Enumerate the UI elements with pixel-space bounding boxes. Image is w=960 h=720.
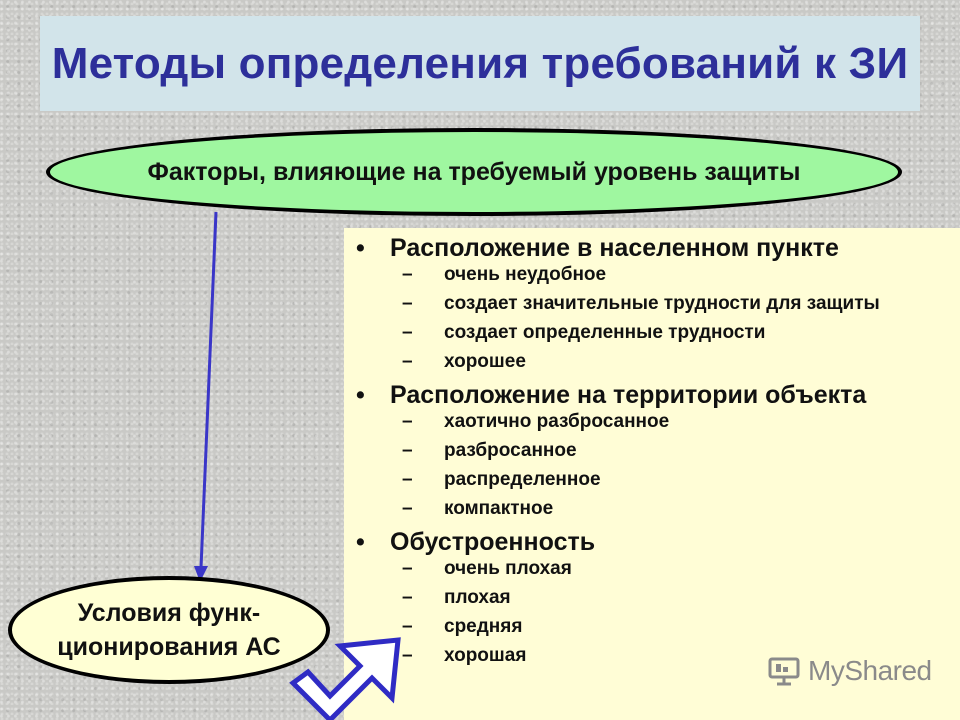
connector-arrowhead <box>194 566 208 582</box>
dash-icon: – <box>402 616 413 637</box>
conditions-label-line1: Условия функ- <box>77 599 261 627</box>
title-banner: Методы определения требований к ЗИ <box>40 16 920 111</box>
conditions-label-line2: ционирования АС <box>57 633 281 661</box>
section-heading-row: • Расположение в населенном пункте <box>356 234 960 263</box>
dash-icon: – <box>402 498 413 519</box>
connector-line <box>199 211 218 569</box>
section-heading: Расположение в населенном пункте <box>390 234 839 262</box>
list-item: – создает определенные трудности <box>356 323 960 343</box>
section-heading: Обустроенность <box>390 528 596 556</box>
factors-label: Факторы, влияющие на требуемый уровень з… <box>147 157 801 186</box>
section-item-list: – очень неудобное – создает значительные тр… <box>356 265 960 372</box>
section-item-list: – хаотично разбросанное – разбросанное – расп… <box>356 412 960 519</box>
list-item: – распределенное <box>356 470 960 490</box>
dash-icon: – <box>402 587 413 608</box>
section-heading-row: • Обустроенность <box>356 528 960 557</box>
list-item-text: разбросанное <box>444 440 577 461</box>
bullet-icon: • <box>356 381 365 409</box>
bullet-icon: • <box>356 234 365 262</box>
conditions-label: Условия функ- ционирования АС <box>57 596 280 664</box>
dash-icon: – <box>402 351 413 372</box>
list-item: – хорошее <box>356 352 960 372</box>
watermark-text: MyShared <box>808 655 932 686</box>
list-item: – создает значительные трудности для защи… <box>356 294 960 314</box>
list-item: – очень плохая <box>356 559 960 579</box>
list-item-text: очень неудобное <box>444 264 607 285</box>
list-item: – хорошая <box>356 646 960 666</box>
list-item: – компактное <box>356 499 960 519</box>
factor-section: •Расположение на территории объекта–хаот… <box>356 381 960 519</box>
list-item: – разбросанное <box>356 441 960 461</box>
list-item-text: распределенное <box>444 469 601 490</box>
watermark-logo: MyShared <box>768 655 932 687</box>
list-item-text: плохая <box>444 587 511 608</box>
list-item: – хаотично разбросанное <box>356 412 960 432</box>
factor-section: •Обустроенность–очень плохая–плохая–сред… <box>356 528 960 666</box>
list-item-text: хорошая <box>444 645 527 666</box>
dash-icon: – <box>402 411 413 432</box>
factor-section: •Расположение в населенном пункте–очень … <box>356 234 960 372</box>
section-heading: Расположение на территории объекта <box>390 381 867 409</box>
list-item-text: создает определенные трудности <box>444 322 766 343</box>
list-item: – очень неудобное <box>356 265 960 285</box>
dash-icon: – <box>402 645 413 666</box>
list-item: – плохая <box>356 588 960 608</box>
dash-icon: – <box>402 558 413 579</box>
section-heading-row: • Расположение на территории объекта <box>356 381 960 410</box>
section-item-list: – очень плохая – плохая – средняя – хорошая <box>356 559 960 666</box>
dash-icon: – <box>402 264 413 285</box>
factors-ellipse: Факторы, влияющие на требуемый уровень з… <box>46 128 902 216</box>
factors-content-panel: •Расположение в населенном пункте–очень … <box>344 228 960 720</box>
dash-icon: – <box>402 322 413 343</box>
dash-icon: – <box>402 440 413 461</box>
presentation-screen-icon <box>768 657 800 686</box>
list-item-text: средняя <box>444 616 523 637</box>
dash-icon: – <box>402 293 413 314</box>
list-item-text: создает значительные трудности для защит… <box>444 293 880 314</box>
list-item-text: очень плохая <box>444 558 572 579</box>
dash-icon: – <box>402 469 413 490</box>
list-item: – средняя <box>356 617 960 637</box>
conditions-ellipse: Условия функ- ционирования АС <box>8 576 330 684</box>
bullet-icon: • <box>356 528 365 556</box>
list-item-text: хорошее <box>444 351 526 372</box>
list-item-text: компактное <box>444 498 554 519</box>
hollow-arrow-icon <box>289 637 401 720</box>
slide-title: Методы определения требований к ЗИ <box>51 38 909 88</box>
list-item-text: хаотично разбросанное <box>444 411 670 432</box>
